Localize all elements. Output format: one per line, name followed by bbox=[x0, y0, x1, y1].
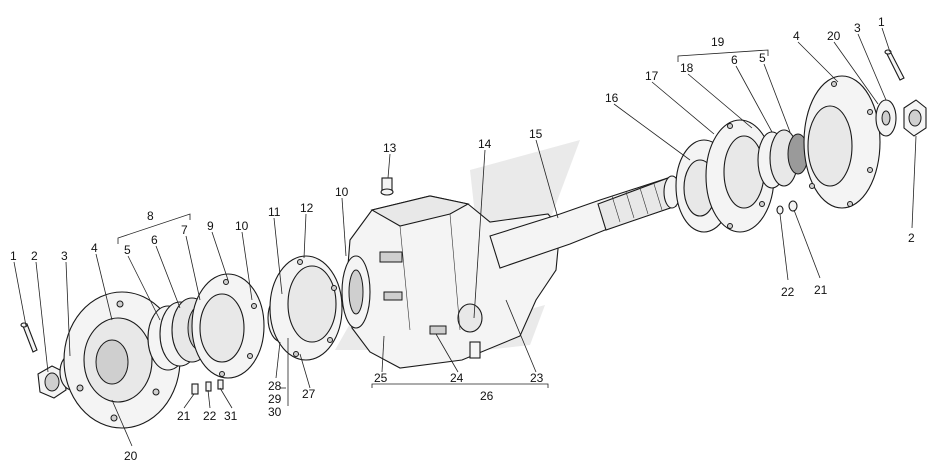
left-nut bbox=[37, 365, 67, 399]
callout-4-right: 4 bbox=[793, 29, 800, 43]
callout-labels: 1 2 3 4 5 6 7 8 9 10 11 12 10 13 14 15 1… bbox=[10, 15, 915, 463]
callout-19: 19 bbox=[711, 35, 725, 49]
callout-5-right: 5 bbox=[759, 51, 766, 65]
callout-25: 25 bbox=[374, 371, 388, 385]
drain-plug bbox=[469, 341, 481, 359]
callout-3-right: 3 bbox=[854, 21, 861, 35]
callout-4-left: 4 bbox=[91, 241, 98, 255]
callout-31: 31 bbox=[224, 409, 238, 423]
callout-11: 11 bbox=[268, 205, 281, 219]
callout-29: 29 bbox=[268, 392, 282, 406]
callout-15: 15 bbox=[529, 127, 543, 141]
callout-21-left: 21 bbox=[177, 409, 191, 423]
right-flange bbox=[803, 75, 881, 209]
callout-1-right: 1 bbox=[878, 15, 885, 29]
right-seal-rings bbox=[757, 129, 809, 189]
right-nut bbox=[903, 99, 927, 137]
callout-9-left: 9 bbox=[207, 219, 214, 233]
splined-shaft bbox=[489, 175, 681, 269]
callout-20-right: 20 bbox=[827, 29, 841, 43]
left-housing-flange bbox=[269, 255, 343, 361]
leader-lines bbox=[13, 27, 917, 447]
callout-6-left: 6 bbox=[151, 233, 158, 247]
callout-3-left: 3 bbox=[61, 249, 68, 263]
callout-21-right: 21 bbox=[814, 283, 828, 297]
callout-7-left: 7 bbox=[181, 223, 188, 237]
left-small-parts bbox=[191, 379, 224, 395]
callout-6-right: 6 bbox=[731, 53, 738, 67]
callout-2-right: 2 bbox=[908, 231, 915, 245]
callout-8-left: 8 bbox=[147, 209, 154, 223]
breather-plug bbox=[380, 177, 394, 196]
callout-16: 16 bbox=[605, 91, 619, 105]
callout-13: 13 bbox=[383, 141, 397, 155]
left-bearing-cover bbox=[191, 273, 265, 379]
callout-10-left: 10 bbox=[235, 219, 249, 233]
callout-1-left: 1 bbox=[10, 249, 17, 263]
right-bolt bbox=[884, 49, 905, 81]
callout-24: 24 bbox=[450, 371, 464, 385]
callout-20-left: 20 bbox=[124, 449, 138, 463]
right-washer bbox=[875, 99, 897, 137]
callout-17: 17 bbox=[645, 69, 659, 83]
callout-14: 14 bbox=[478, 137, 492, 151]
callout-22-right: 22 bbox=[781, 285, 795, 299]
right-small-parts bbox=[776, 200, 798, 215]
callout-28: 28 bbox=[268, 379, 282, 393]
callout-18: 18 bbox=[680, 61, 694, 75]
callout-12: 12 bbox=[300, 201, 314, 215]
callout-2-left: 2 bbox=[31, 249, 38, 263]
callout-10-mid: 10 bbox=[335, 185, 349, 199]
callout-23: 23 bbox=[530, 371, 544, 385]
callout-27: 27 bbox=[302, 387, 316, 401]
callout-26: 26 bbox=[480, 389, 494, 403]
left-bolt bbox=[20, 322, 38, 353]
callout-5-left: 5 bbox=[124, 243, 131, 257]
callout-30: 30 bbox=[268, 405, 282, 419]
callout-22-left: 22 bbox=[203, 409, 217, 423]
